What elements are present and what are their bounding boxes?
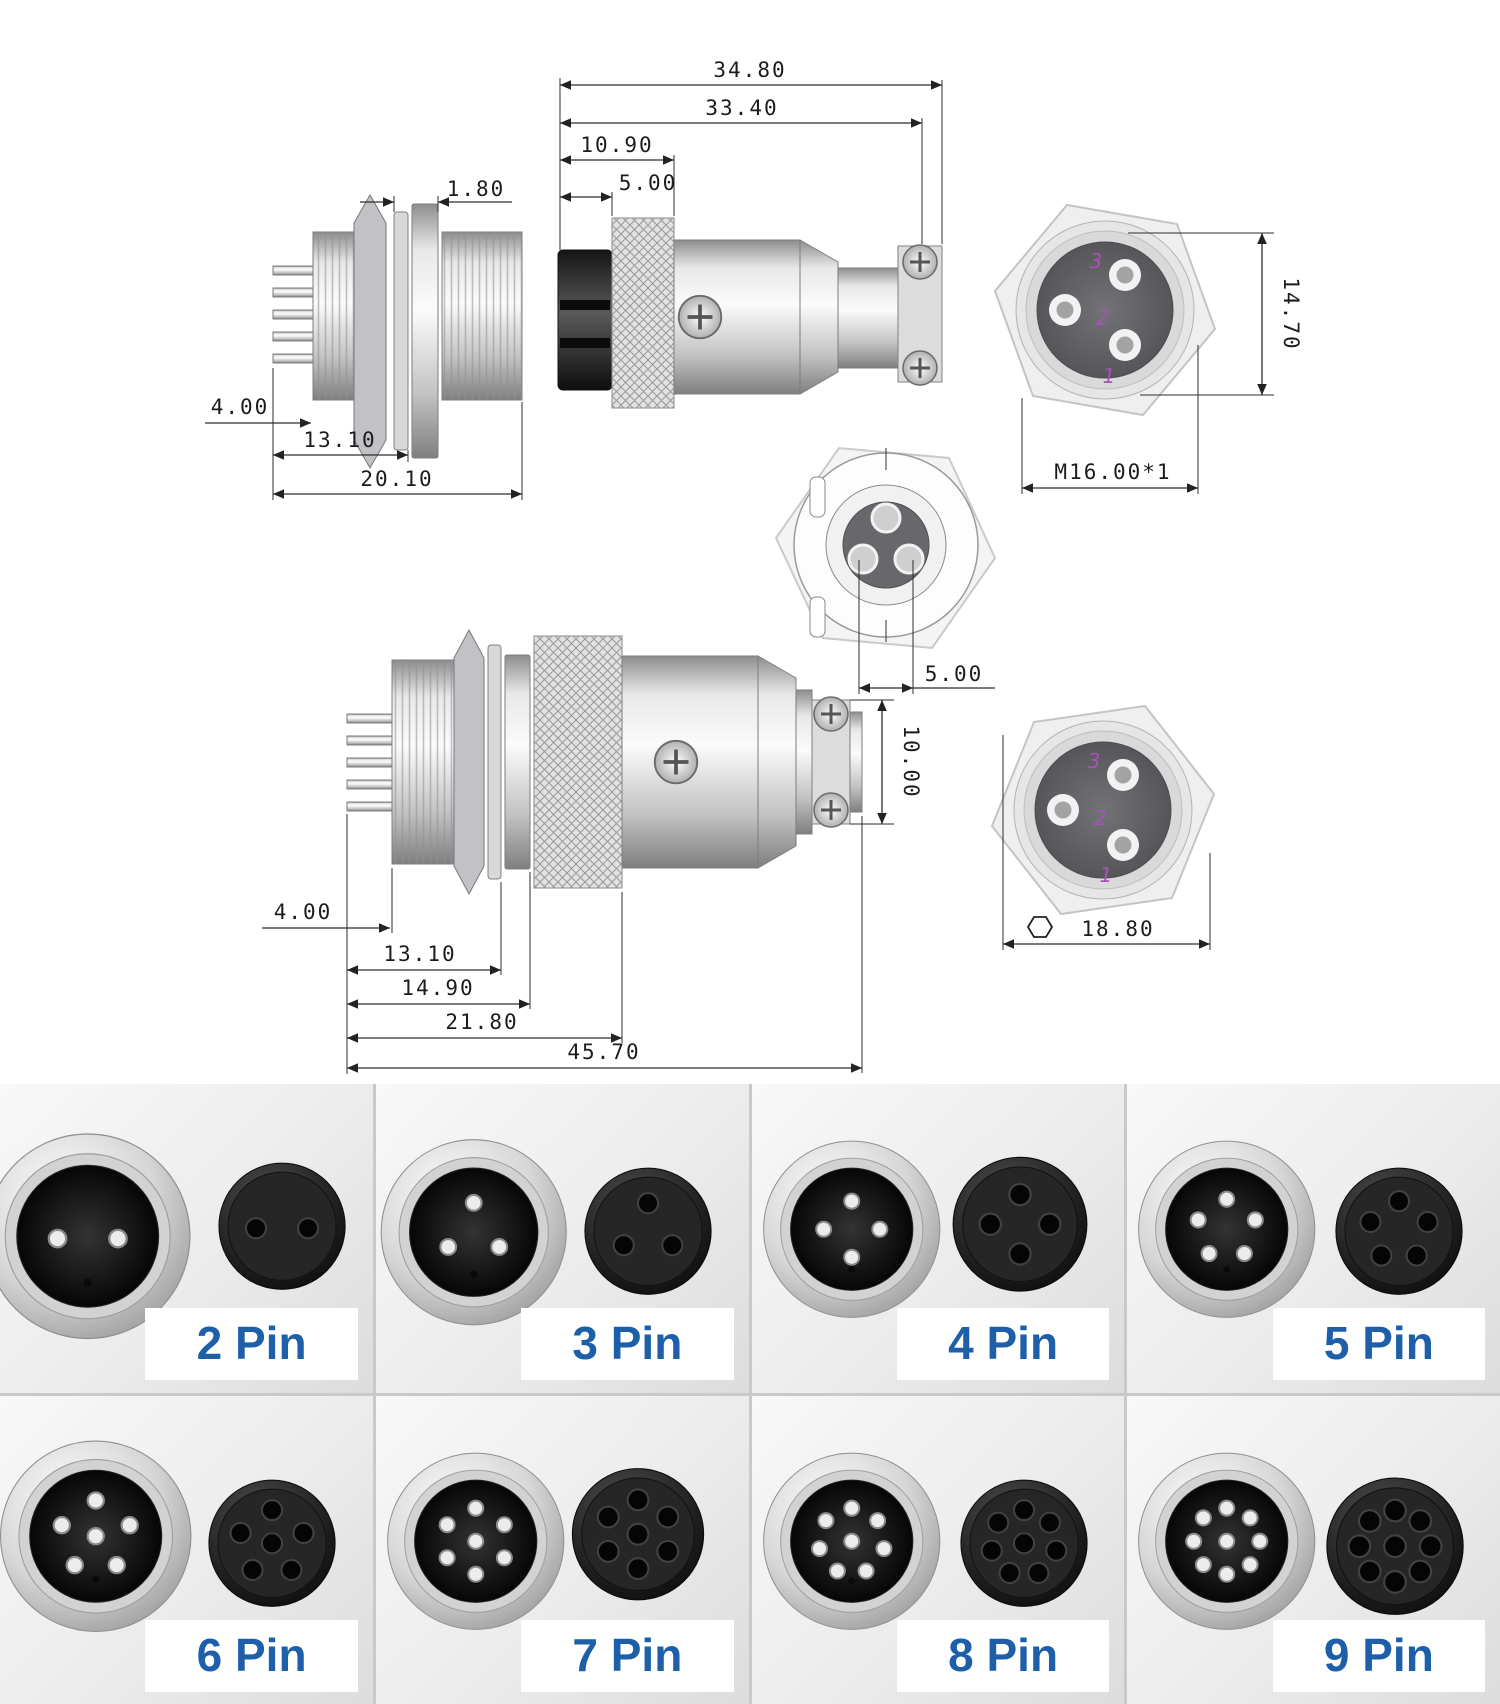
pin-count-label: 4 Pin <box>896 1308 1110 1381</box>
female-connector <box>1326 1477 1464 1615</box>
gallery-item-9pin: 9 Pin <box>1127 1395 1500 1704</box>
dim-10-00: 10.00 <box>899 725 923 798</box>
male-connector <box>1138 1140 1316 1318</box>
connector-photo <box>386 1452 704 1630</box>
dim-4-00: 4.00 <box>211 395 270 419</box>
pin-number-2: 2 <box>1096 306 1109 330</box>
dim-1-80: 1.80 <box>447 177 506 201</box>
pin-count-label: 9 Pin <box>1272 1619 1486 1692</box>
male-pins <box>47 1228 128 1249</box>
pin-number-3: 3 <box>1088 749 1101 773</box>
female-connector <box>208 1479 336 1607</box>
female-holes <box>229 1498 315 1581</box>
mount-slot <box>809 476 826 518</box>
male-pins <box>439 1193 508 1256</box>
connector-photo <box>0 1133 346 1340</box>
gallery-item-6pin: 6 Pin <box>0 1395 373 1704</box>
coupling-screw-icon <box>901 243 939 281</box>
pin-count-label: 7 Pin <box>521 1619 734 1692</box>
coupling-screw-icon <box>812 791 850 829</box>
female-holes <box>978 1182 1061 1266</box>
plug-side-view: 34.80 33.40 10.90 5.00 <box>557 58 943 409</box>
dim-thread: M16.00*1 <box>1054 460 1171 484</box>
dim-10-90: 10.90 <box>580 133 653 157</box>
socket-side-view: 1.80 4.00 13.10 20.10 <box>205 177 523 500</box>
pin-count-label: 6 Pin <box>145 1619 358 1692</box>
pin-number-1: 1 <box>1100 863 1113 887</box>
pin-count-label: 3 Pin <box>521 1308 734 1381</box>
pin-variant-gallery: 2 Pin 3 Pin <box>0 1084 1500 1704</box>
female-connector <box>584 1167 712 1295</box>
female-holes <box>596 1487 679 1580</box>
gallery-item-2pin: 2 Pin <box>0 1084 373 1393</box>
connector-photo <box>0 1440 336 1632</box>
pin-count-label: 8 Pin <box>896 1619 1110 1692</box>
dim-34-80: 34.80 <box>713 58 786 82</box>
connector-photo <box>762 1140 1087 1318</box>
coupling-screw-icon <box>812 695 850 733</box>
assembly-side-view: 10.00 4.00 13.10 14.90 21.80 45.70 <box>262 628 923 1074</box>
female-holes <box>980 1498 1067 1584</box>
dim-45-70: 45.70 <box>567 1040 640 1064</box>
rear-face-view: 5.00 <box>774 446 997 694</box>
female-holes <box>1347 1498 1443 1594</box>
dim-4-00-asm: 4.00 <box>274 900 333 924</box>
male-connector <box>386 1452 565 1630</box>
dim-5-00-rear: 5.00 <box>925 662 984 686</box>
mount-slot <box>809 596 826 638</box>
connector-photo <box>380 1139 712 1326</box>
female-connector <box>952 1156 1087 1292</box>
dim-14-70: 14.70 <box>1279 277 1303 350</box>
set-screw-icon <box>652 738 700 786</box>
dim-5-00-plug: 5.00 <box>619 171 678 195</box>
gallery-item-8pin: 8 Pin <box>751 1395 1125 1704</box>
hex-flange-edge <box>353 193 387 470</box>
connector-photo <box>1138 1140 1463 1318</box>
connector-photo <box>762 1452 1088 1630</box>
male-connector <box>0 1133 191 1340</box>
dim-13-10: 13.10 <box>303 428 376 452</box>
connector-photo <box>1138 1452 1464 1630</box>
female-connector <box>571 1467 704 1600</box>
male-connector <box>762 1140 940 1318</box>
male-pins <box>1185 1499 1269 1583</box>
gallery-item-7pin: 7 Pin <box>375 1395 749 1704</box>
pin-number-2: 2 <box>1094 806 1107 830</box>
male-connector <box>762 1452 940 1630</box>
hex-face-view: 3 2 1 18.80 <box>990 704 1216 950</box>
technical-drawing: 1.80 4.00 13.10 20.10 34.80 <box>205 58 1303 1074</box>
female-holes <box>1359 1190 1439 1267</box>
dim-14-90: 14.90 <box>401 976 474 1000</box>
male-pins <box>52 1490 139 1574</box>
female-holes <box>612 1192 684 1257</box>
dim-21-80: 21.80 <box>445 1010 518 1034</box>
gallery-item-4pin: 4 Pin <box>751 1084 1125 1393</box>
pin-number-1: 1 <box>1103 364 1116 388</box>
dim-33-40: 33.40 <box>705 96 778 120</box>
male-pins <box>438 1499 513 1583</box>
dim-18-80: 18.80 <box>1081 917 1154 941</box>
set-screw-icon <box>676 293 724 341</box>
hex-flange-edge <box>453 628 485 896</box>
female-connector <box>218 1162 346 1290</box>
gallery-item-5pin: 5 Pin <box>1127 1084 1500 1393</box>
female-holes <box>244 1217 320 1240</box>
pin-count-label: 5 Pin <box>1272 1308 1486 1381</box>
male-connector <box>1138 1452 1316 1630</box>
female-connector <box>959 1479 1088 1607</box>
dim-13-10-asm: 13.10 <box>383 942 456 966</box>
male-connector <box>0 1440 192 1632</box>
female-connector <box>1335 1167 1463 1295</box>
dim-20-10: 20.10 <box>360 467 433 491</box>
hexagon-symbol-icon <box>1026 916 1054 938</box>
male-pins <box>810 1499 892 1580</box>
pin-count-label: 2 Pin <box>145 1308 358 1381</box>
coupling-screw-icon <box>901 349 939 387</box>
male-pins <box>1189 1190 1265 1263</box>
male-pins <box>814 1192 888 1266</box>
front-face-view: 3 2 1 14.70 M16.00*1 <box>993 203 1303 494</box>
gallery-item-3pin: 3 Pin <box>375 1084 749 1393</box>
pin-number-3: 3 <box>1090 249 1103 273</box>
male-connector <box>380 1139 567 1326</box>
